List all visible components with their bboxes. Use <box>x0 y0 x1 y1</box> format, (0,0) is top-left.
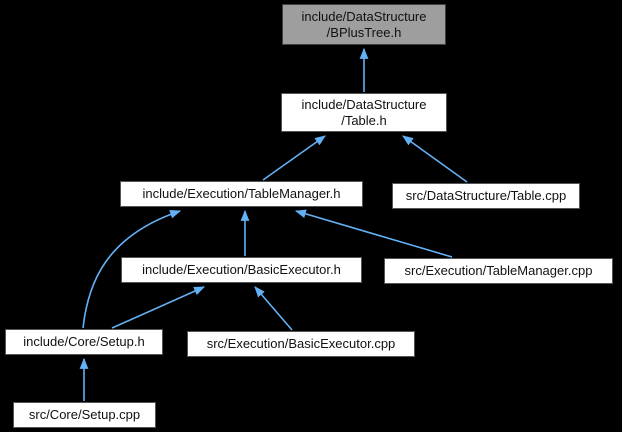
graph-node-setup-h[interactable]: include/Core/Setup.h <box>5 329 163 355</box>
edge-tablemanager-h-to-table-h <box>262 135 326 181</box>
graph-node-tablemanager-cpp[interactable]: src/Execution/TableManager.cpp <box>384 258 613 284</box>
graph-node-label: include/Execution/BasicExecutor.h <box>142 262 341 277</box>
graph-node-label: include/DataStructure /BPlusTree.h <box>301 8 427 40</box>
edge-basicexecutor-cpp-to-basicexecutor-h <box>254 286 293 331</box>
graph-node-basicexecutor-h[interactable]: include/Execution/BasicExecutor.h <box>121 257 362 283</box>
graph-node-label: include/Core/Setup.h <box>23 334 145 349</box>
graph-node-label: src/DataStructure/Table.cpp <box>405 188 567 203</box>
graph-node-label: include/DataStructure /Table.h <box>301 96 427 128</box>
graph-node-bplustree-h: include/DataStructure /BPlusTree.h <box>282 4 446 45</box>
edge-tablemanager-cpp-to-tablemanager-h <box>294 209 453 258</box>
graph-node-tablemanager-h[interactable]: include/Execution/TableManager.h <box>120 181 363 207</box>
graph-node-label: src/Core/Setup.cpp <box>28 407 141 422</box>
edge-table-cpp-to-table-h <box>402 135 468 183</box>
graph-node-label: include/Execution/TableManager.h <box>142 186 341 201</box>
graph-node-basicexecutor-cpp[interactable]: src/Execution/BasicExecutor.cpp <box>187 331 415 357</box>
edge-setup-h-to-tablemanager-h <box>82 210 182 329</box>
graph-node-table-cpp[interactable]: src/DataStructure/Table.cpp <box>392 183 580 209</box>
graph-node-label: src/Execution/TableManager.cpp <box>404 263 593 278</box>
graph-node-setup-cpp[interactable]: src/Core/Setup.cpp <box>13 402 156 428</box>
edge-setup-h-to-basicexecutor-h <box>111 286 206 329</box>
graph-node-label: src/Execution/BasicExecutor.cpp <box>206 336 396 351</box>
graph-node-table-h[interactable]: include/DataStructure /Table.h <box>281 93 447 132</box>
